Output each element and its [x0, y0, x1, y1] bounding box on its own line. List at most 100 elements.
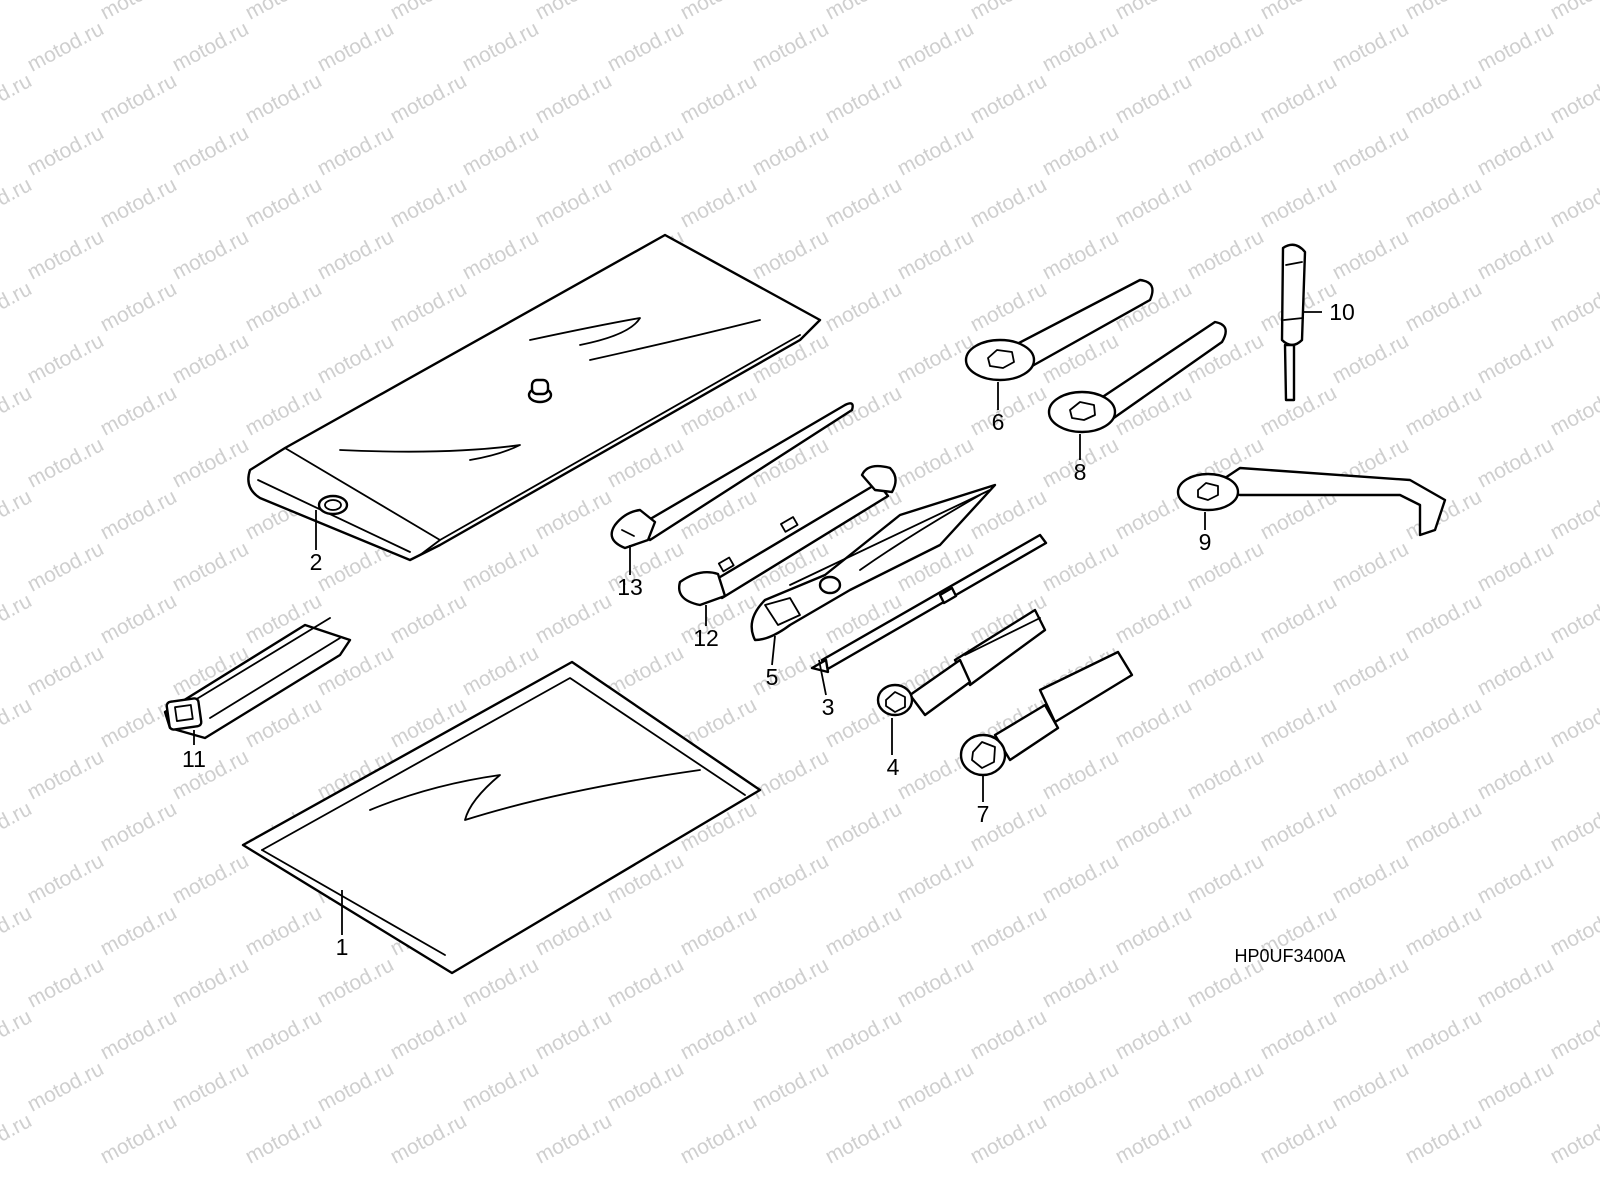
watermark-text: motod.ru: [1329, 1057, 1413, 1116]
watermark-text: motod.ru: [532, 589, 616, 648]
watermark-text: motod.ru: [1474, 121, 1558, 180]
watermark-text: motod.ru: [1547, 1109, 1600, 1168]
watermark-text: motod.ru: [532, 1109, 616, 1168]
watermark-text: motod.ru: [1329, 121, 1413, 180]
screwdriver-part: [810, 533, 1048, 674]
watermark-text: motod.ru: [97, 277, 181, 336]
watermark-text: motod.ru: [1257, 1005, 1341, 1064]
watermark-text: motod.ru: [387, 173, 471, 232]
watermark-text: motod.ru: [1112, 693, 1196, 752]
watermark-text: motod.ru: [604, 537, 688, 596]
watermark-text: motod.ru: [1039, 849, 1123, 908]
watermark-text: motod.ru: [169, 121, 253, 180]
watermark-text: motod.ru: [967, 1005, 1051, 1064]
watermark-text: motod.ru: [1112, 69, 1196, 128]
watermark-text: motod.ru: [459, 17, 543, 76]
watermark-text: motod.ru: [749, 849, 833, 908]
watermark-text: motod.ru: [1474, 17, 1558, 76]
screwdriver-bit-part: [1280, 243, 1307, 402]
watermark-text: motod.ru: [1112, 901, 1196, 960]
watermark-text: motod.ru: [1112, 173, 1196, 232]
watermark-text: motod.ru: [0, 1005, 36, 1064]
callout-4: 4: [887, 754, 900, 780]
watermark-text: motod.ru: [1184, 1057, 1268, 1116]
watermark-text: motod.ru: [242, 901, 326, 960]
watermark-text: motod.ru: [24, 537, 108, 596]
watermark-text: motod.ru: [169, 433, 253, 492]
watermark-text: motod.ru: [24, 17, 108, 76]
watermark-text: motod.ru: [532, 173, 616, 232]
spark-plug-socket-part: [959, 650, 1134, 777]
watermark-text: motod.ru: [1402, 1109, 1486, 1168]
watermark-text: motod.ru: [24, 849, 108, 908]
watermark-text: motod.ru: [97, 381, 181, 440]
watermark-text: motod.ru: [822, 173, 906, 232]
watermark-text: motod.ru: [169, 849, 253, 908]
watermark-text: motod.ru: [822, 901, 906, 960]
watermark-text: motod.ru: [314, 121, 398, 180]
watermark-text: motod.ru: [169, 17, 253, 76]
watermark-text: motod.ru: [1184, 849, 1268, 908]
leader-lines: [193, 311, 1322, 935]
watermark-text: motod.ru: [314, 17, 398, 76]
watermark-text: motod.ru: [604, 953, 688, 1012]
watermark-text: motod.ru: [532, 69, 616, 128]
watermark-text: motod.ru: [169, 329, 253, 388]
watermark-text: motod.ru: [749, 953, 833, 1012]
watermark-text: motod.ru: [24, 953, 108, 1012]
watermark-text: motod.ru: [1547, 589, 1600, 648]
watermark-text: motod.ru: [97, 1005, 181, 1064]
watermark-text: motod.ru: [314, 953, 398, 1012]
watermark-text: motod.ru: [1257, 693, 1341, 752]
watermark-text: motod.ru: [1184, 537, 1268, 596]
watermark-text: motod.ru: [1039, 225, 1123, 284]
watermark-text: motod.ru: [1329, 849, 1413, 908]
watermark-text: motod.ru: [1039, 1057, 1123, 1116]
watermark-text: motod.ru: [822, 1005, 906, 1064]
watermark-text: motod.ru: [459, 537, 543, 596]
watermark-text: motod.ru: [894, 17, 978, 76]
watermark-text: motod.ru: [1257, 173, 1341, 232]
watermark-text: motod.ru: [1402, 589, 1486, 648]
watermark-text: motod.ru: [1112, 589, 1196, 648]
watermark-text: motod.ru: [0, 1109, 36, 1168]
watermark-text: motod.ru: [459, 121, 543, 180]
watermark-text: motod.ru: [822, 277, 906, 336]
watermark-text: motod.ru: [1257, 69, 1341, 128]
watermark-text: motod.ru: [0, 173, 36, 232]
watermark-text: motod.ru: [1039, 121, 1123, 180]
watermark-text: motod.ru: [749, 121, 833, 180]
watermark-text: motod.ru: [749, 745, 833, 804]
watermark-text: motod.ru: [242, 1005, 326, 1064]
watermark-text: motod.ru: [242, 277, 326, 336]
watermark-text: motod.ru: [967, 173, 1051, 232]
watermark-text: motod.ru: [1112, 1005, 1196, 1064]
callout-11: 11: [182, 746, 206, 772]
watermark-text: motod.ru: [97, 173, 181, 232]
watermark-text: motod.ru: [169, 1057, 253, 1116]
watermark-text: motod.ru: [0, 589, 36, 648]
watermark-text: motod.ru: [387, 1109, 471, 1168]
watermark-text: motod.ru: [1547, 173, 1600, 232]
watermark-text: motod.ru: [169, 953, 253, 1012]
watermark-text: motod.ru: [604, 121, 688, 180]
watermark-text: motod.ru: [1039, 537, 1123, 596]
watermark-text: motod.ru: [97, 901, 181, 960]
watermark-text: motod.ru: [1474, 433, 1558, 492]
callout-7: 7: [977, 801, 990, 827]
pliers-part: [750, 483, 997, 642]
watermark-text: motod.ru: [532, 485, 616, 544]
watermark-text: motod.ru: [0, 0, 36, 24]
watermark-text: motod.ru: [1402, 797, 1486, 856]
callout-9: 9: [1199, 529, 1212, 555]
watermark-text: motod.ru: [1474, 537, 1558, 596]
watermark-text: motod.ru: [1547, 797, 1600, 856]
callout-13: 13: [617, 574, 643, 600]
watermark-text: motod.ru: [1257, 1109, 1341, 1168]
watermark-text: motod.ru: [967, 1109, 1051, 1168]
watermark-text: motod.ru: [1039, 953, 1123, 1012]
callouts: 1 2 3 4 5 6 7 8 9 10 11 12 13: [182, 299, 1355, 960]
watermark-text: motod.ru: [894, 121, 978, 180]
callout-6: 6: [992, 409, 1005, 435]
watermark-text: motod.ru: [1039, 745, 1123, 804]
